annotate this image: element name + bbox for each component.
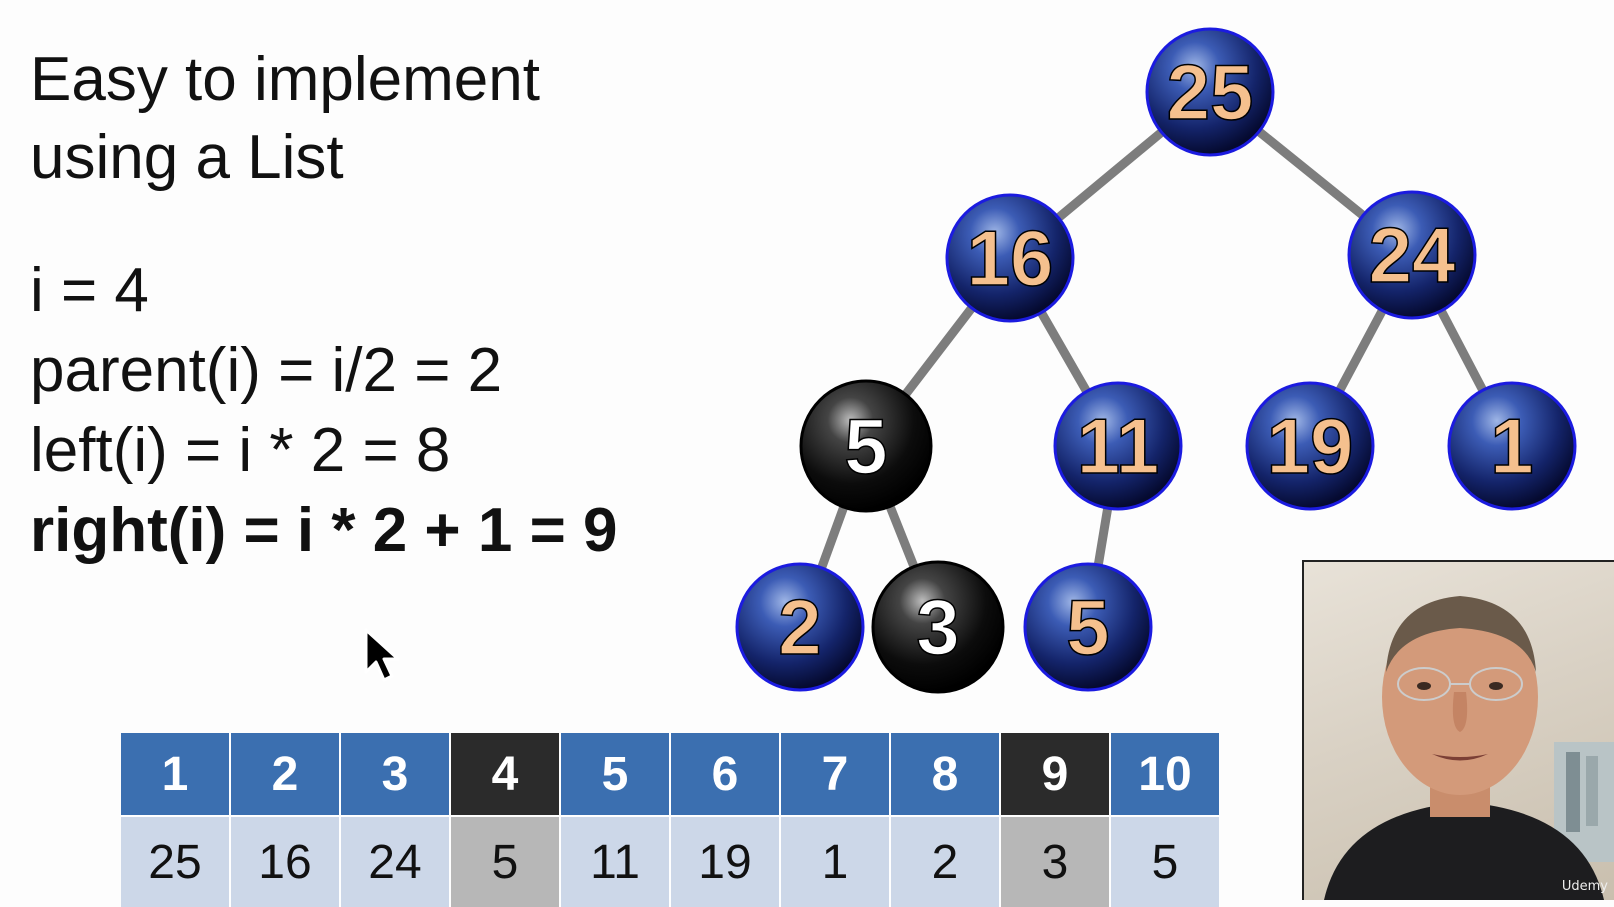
tree-node-ball [1245, 381, 1375, 511]
array-value-cell: 19 [671, 817, 779, 907]
tree-node-ball [1053, 381, 1183, 511]
array-value-cell: 2 [891, 817, 999, 907]
array-value-cell: 5 [451, 817, 559, 907]
tree-node-value: 11 [1077, 402, 1159, 490]
webcam-overlay: Udemy [1302, 560, 1614, 900]
tree-node: 2 [735, 562, 865, 692]
array-index-cell: 9 [1001, 733, 1109, 815]
tree-node-ball [799, 379, 933, 513]
tree-node-ball [945, 193, 1075, 323]
tree-node-value: 19 [1267, 402, 1354, 490]
array-index-cell: 5 [561, 733, 669, 815]
array-index-cell: 10 [1111, 733, 1219, 815]
tree-node: 3 [871, 560, 1005, 694]
array-value-cell: 11 [561, 817, 669, 907]
array-value-cell: 16 [231, 817, 339, 907]
tree-node-value: 2 [778, 583, 821, 671]
tree-node-value: 25 [1167, 48, 1254, 136]
heading-line-2: using a List [30, 123, 344, 192]
tree-node-ball [1023, 562, 1153, 692]
tree-edges [795, 88, 1516, 629]
tree-node-ball [1447, 381, 1577, 511]
array-index-cell: 8 [891, 733, 999, 815]
formula-i: i = 4 [30, 256, 149, 325]
tree-node: 5 [799, 379, 933, 513]
tree-node-ball [735, 562, 865, 692]
tree-node: 25 [1145, 27, 1275, 157]
formula-parent: parent(i) = i/2 = 2 [30, 336, 503, 405]
array-index-cell: 1 [121, 733, 229, 815]
array-value-cell: 5 [1111, 817, 1219, 907]
tree-node: 11 [1053, 381, 1183, 511]
tree-node: 24 [1347, 190, 1477, 320]
tree-node-value: 1 [1490, 402, 1533, 490]
array-value-cell: 3 [1001, 817, 1109, 907]
tree-node: 5 [1023, 562, 1153, 692]
tree-node-ball [1347, 190, 1477, 320]
udemy-brand: Udemy [1561, 879, 1608, 894]
formula-left: left(i) = i * 2 = 8 [30, 416, 451, 485]
tree-nodes: 25 16 24 5 11 19 1 2 3 5 [735, 27, 1577, 694]
tree-node-value: 3 [916, 583, 959, 671]
array-index-cell: 6 [671, 733, 779, 815]
array-value-cell: 24 [341, 817, 449, 907]
tree-node: 19 [1245, 381, 1375, 511]
array-index-cell: 2 [231, 733, 339, 815]
array-value-cell: 25 [121, 817, 229, 907]
mouse-cursor-icon [364, 628, 400, 682]
tree-node-ball [871, 560, 1005, 694]
tree-node-value: 5 [1066, 583, 1109, 671]
tree-node-value: 24 [1369, 211, 1456, 299]
array-value-cell: 1 [781, 817, 889, 907]
array-index-cell: 3 [341, 733, 449, 815]
formula-right: right(i) = i * 2 + 1 = 9 [30, 496, 618, 565]
array-index-cell: 7 [781, 733, 889, 815]
heap-tree-diagram: 25 16 24 5 11 19 1 2 3 5 [735, 27, 1577, 694]
tree-node-value: 5 [844, 402, 887, 490]
heading-line-1: Easy to implement [30, 45, 540, 114]
array-index-cell: 4 [451, 733, 559, 815]
tree-node: 1 [1447, 381, 1577, 511]
tree-node: 16 [945, 193, 1075, 323]
tree-node-ball [1145, 27, 1275, 157]
presenter-image [1324, 596, 1614, 900]
tree-node-value: 16 [967, 214, 1054, 302]
